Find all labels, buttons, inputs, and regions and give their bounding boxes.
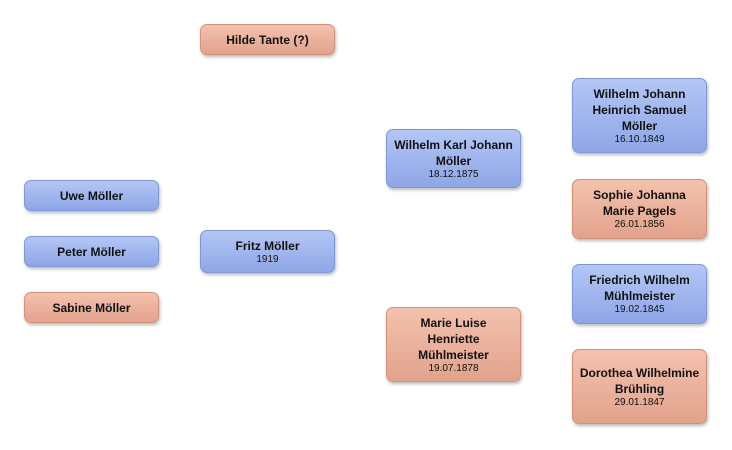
person-name: Marie Luise Henriette Mühlmeister bbox=[418, 315, 489, 362]
person-date: 19.07.1878 bbox=[428, 362, 479, 374]
person-date: 16.10.1849 bbox=[614, 133, 665, 145]
person-date: 29.01.1847 bbox=[614, 396, 665, 408]
person-name: Peter Möller bbox=[57, 244, 126, 259]
person-date: 18.12.1875 bbox=[428, 168, 479, 180]
person-fritz-moeller[interactable]: Fritz Möller 1919 bbox=[200, 230, 335, 273]
person-name: Dorothea Wilhelmine Brühling bbox=[579, 365, 700, 396]
person-name: Sabine Möller bbox=[52, 300, 131, 315]
person-name: Wilhelm Johann Heinrich Samuel Möller bbox=[592, 86, 687, 133]
person-sophie-johanna-marie-pagels[interactable]: Sophie Johanna Marie Pagels 26.01.1856 bbox=[572, 179, 707, 239]
person-date: 26.01.1856 bbox=[614, 219, 665, 230]
person-peter-moeller[interactable]: Peter Möller bbox=[24, 236, 159, 267]
person-name: Wilhelm Karl Johann Möller bbox=[394, 137, 513, 168]
person-name: Uwe Möller bbox=[59, 188, 124, 203]
person-sabine-moeller[interactable]: Sabine Möller bbox=[24, 292, 159, 323]
person-date: 19.02.1845 bbox=[614, 304, 665, 315]
person-wilhelm-johann-heinrich-samuel-moeller[interactable]: Wilhelm Johann Heinrich Samuel Möller 16… bbox=[572, 78, 707, 153]
person-marie-luise-henriette-muehlmeister[interactable]: Marie Luise Henriette Mühlmeister 19.07.… bbox=[386, 307, 521, 382]
person-uwe-moeller[interactable]: Uwe Möller bbox=[24, 180, 159, 211]
person-date: 1919 bbox=[256, 253, 279, 265]
person-name: Sophie Johanna Marie Pagels bbox=[593, 188, 686, 218]
person-friedrich-wilhelm-muehlmeister[interactable]: Friedrich Wilhelm Mühlmeister 19.02.1845 bbox=[572, 264, 707, 324]
person-hilde-tante[interactable]: Hilde Tante (?) bbox=[200, 24, 335, 55]
person-name: Hilde Tante (?) bbox=[226, 32, 309, 47]
person-name: Friedrich Wilhelm Mühlmeister bbox=[589, 273, 690, 303]
person-name: Fritz Möller bbox=[235, 238, 300, 253]
person-dorothea-wilhelmine-bruehling[interactable]: Dorothea Wilhelmine Brühling 29.01.1847 bbox=[572, 349, 707, 424]
person-wilhelm-karl-johann-moeller[interactable]: Wilhelm Karl Johann Möller 18.12.1875 bbox=[386, 129, 521, 188]
